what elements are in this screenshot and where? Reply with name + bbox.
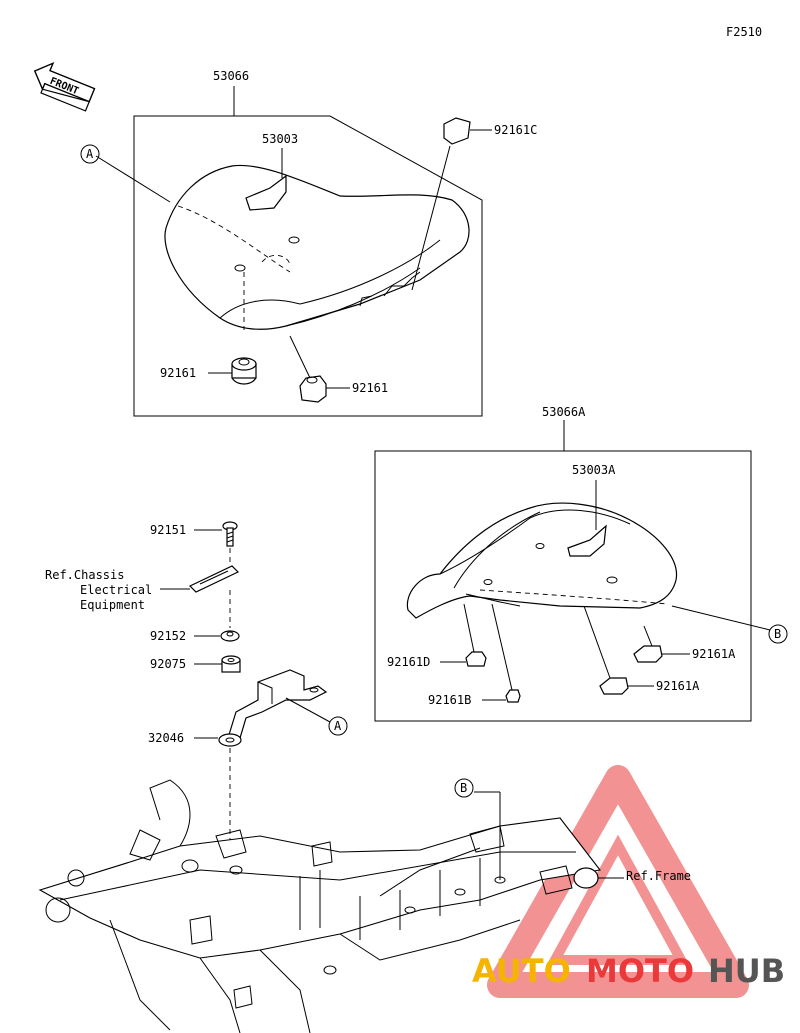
ref-chassis-line3[interactable]: Equipment <box>80 598 145 612</box>
front-arrow-icon: FRONT <box>33 61 96 112</box>
label-53066a[interactable]: 53066A <box>542 405 586 419</box>
bracket-32046-icon <box>218 669 328 747</box>
label-92161-left[interactable]: 92161 <box>160 366 196 380</box>
seat-cover-patch <box>245 174 287 211</box>
damper-92161-right-icon <box>299 375 327 403</box>
diagram-code: F2510 <box>726 25 762 39</box>
label-92161a-lower[interactable]: 92161A <box>656 679 700 693</box>
watermark-auto: AUTO <box>472 952 571 990</box>
ref-b-right[interactable]: B <box>774 627 781 641</box>
label-32046[interactable]: 32046 <box>148 731 184 745</box>
label-92152[interactable]: 92152 <box>150 629 186 643</box>
seat-group: 53066 53003 A 92161 <box>80 69 537 417</box>
ref-a-bottom[interactable]: A <box>334 719 342 733</box>
damper-92161-left-icon <box>231 357 257 385</box>
label-92151[interactable]: 92151 <box>150 523 186 537</box>
label-92161c[interactable]: 92161C <box>494 123 537 137</box>
label-92161b[interactable]: 92161B <box>428 693 471 707</box>
hardware-stack: 92151 Ref.Chassis Electrical Equipment 9… <box>45 521 348 930</box>
label-53066[interactable]: 53066 <box>213 69 249 83</box>
bracket-92161c-icon <box>443 117 471 145</box>
label-53003[interactable]: 53003 <box>262 132 298 146</box>
rear-seat-group: 53066A 53003A B 92161A <box>374 405 788 722</box>
damper-92075-icon <box>221 655 241 673</box>
ref-b-bottom[interactable]: B <box>460 781 467 795</box>
damper-92161d-icon <box>465 651 487 667</box>
bolt-92151-icon <box>222 521 238 547</box>
ref-chassis-line2[interactable]: Electrical <box>80 583 152 597</box>
electrical-strap-icon <box>188 565 240 593</box>
watermark-text: AUTO MOTO HUB <box>472 952 785 990</box>
label-53003a[interactable]: 53003A <box>572 463 616 477</box>
watermark-moto: MOTO <box>586 952 694 990</box>
damper-92161b-icon <box>505 689 521 703</box>
collar-92152-icon <box>220 630 240 642</box>
rear-seat-cover-patch <box>567 524 607 557</box>
label-92075[interactable]: 92075 <box>150 657 186 671</box>
ref-chassis-line1[interactable]: Ref.Chassis <box>45 568 124 582</box>
label-92161-right[interactable]: 92161 <box>352 381 388 395</box>
rear-seat <box>406 502 678 619</box>
ref-frame-label[interactable]: Ref.Frame <box>626 869 691 883</box>
watermark-logo-icon <box>487 765 749 998</box>
watermark-hub: HUB <box>708 952 785 990</box>
damper-92161a-lower-icon <box>599 677 629 695</box>
label-92161a-upper[interactable]: 92161A <box>692 647 736 661</box>
label-92161d[interactable]: 92161D <box>387 655 430 669</box>
frame <box>38 779 601 1033</box>
front-seat <box>164 164 470 330</box>
damper-92161a-upper-icon <box>633 645 663 663</box>
ref-a-top[interactable]: A <box>86 147 94 161</box>
